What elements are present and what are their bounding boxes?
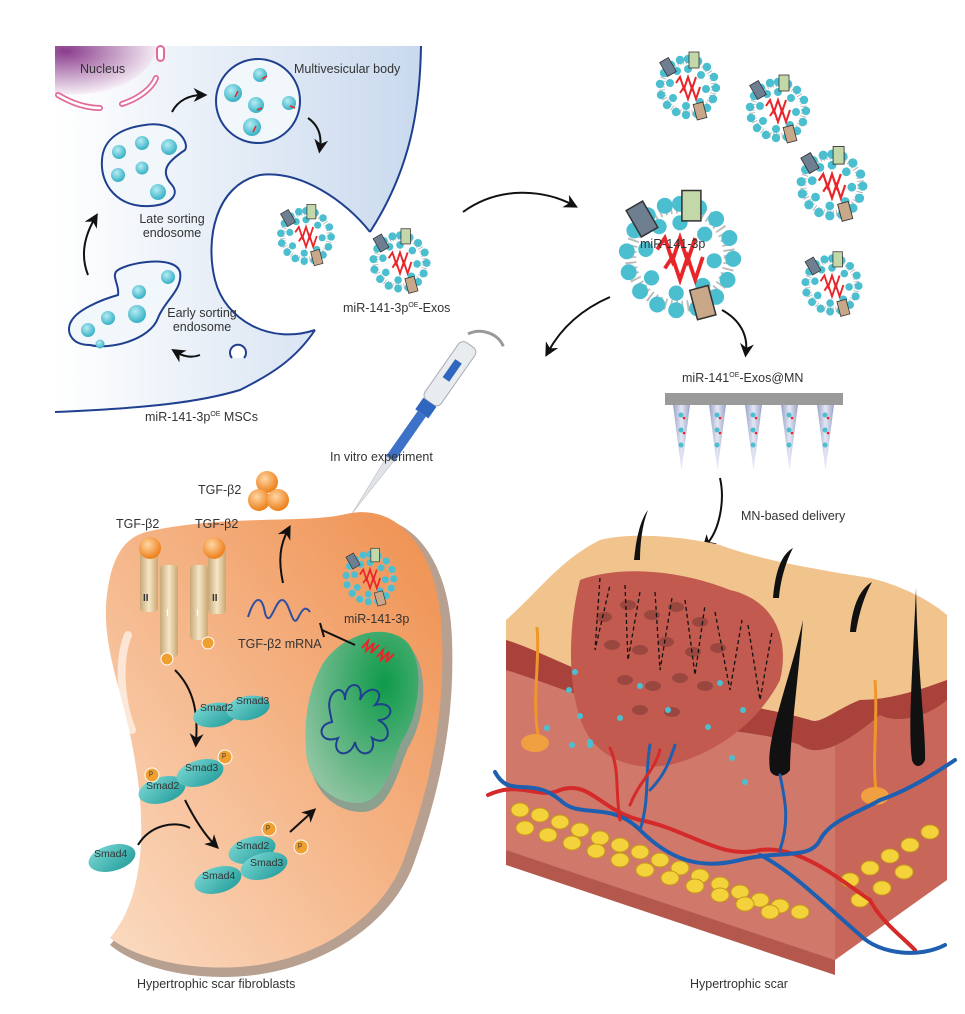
receptor-right-type-i: I — [196, 608, 199, 619]
hairs — [634, 510, 926, 776]
multivesicular-body — [215, 58, 301, 144]
exosome-small-1 — [656, 52, 720, 120]
tgf-receptor-right-label: TGF-β2 — [195, 517, 239, 531]
tgf-beta2-trimer — [248, 471, 289, 511]
pipette — [352, 329, 505, 514]
microneedle-patch — [665, 393, 843, 470]
exosome-cargo-label: miR-141-3p — [640, 237, 706, 251]
multivesicular-body-label: Multivesicular body — [294, 62, 401, 76]
smad2-label-2: Smad2 — [146, 780, 180, 792]
early-sorting-endosome-label: Early sorting endosome — [162, 306, 242, 335]
phospho-label-3: p — [266, 824, 270, 831]
early-sorting-line2: endosome — [172, 320, 232, 335]
mn-delivery-label: MN-based delivery — [741, 509, 846, 523]
scar-lesion — [544, 571, 783, 785]
smad4-label-free: Smad4 — [94, 848, 128, 860]
exos-label-sup: OE — [408, 302, 419, 309]
exos-label: miR-141-3pOE-Exos — [343, 301, 450, 315]
receptor-right-type-ii: II — [212, 593, 218, 604]
tgf-mrna — [247, 598, 311, 622]
exos-label-main: miR-141-3p — [343, 301, 409, 315]
mscs-label-suffix: MSCs — [220, 410, 258, 424]
early-sorting-endosome — [68, 260, 182, 349]
late-sorting-line1: Late sorting — [139, 212, 205, 226]
exosome-small-4 — [801, 252, 862, 317]
tgf-mrna-label: TGF-β2 mRNA — [238, 637, 322, 651]
exosome-small-3 — [797, 147, 868, 222]
tgf-receptor-left-label: TGF-β2 — [116, 517, 160, 531]
signaling-arrows — [137, 525, 356, 849]
exosome-large — [619, 191, 741, 320]
early-sorting-line1: Early sorting — [167, 306, 237, 320]
receptor-left-type-i: I — [166, 608, 169, 619]
mscs-label-sup: OE — [210, 411, 221, 418]
receptor-left-type-ii: II — [143, 593, 149, 604]
phospho-groups — [144, 749, 309, 855]
tgf-free-label: TGF-β2 — [198, 483, 242, 497]
exosome-small-2 — [746, 75, 810, 143]
tgf-receptor-left — [139, 537, 178, 666]
tgf-receptor-right — [190, 537, 226, 650]
fat-layer — [510, 802, 940, 920]
mscs-label: miR-141-3pOE MSCs — [145, 410, 258, 424]
blood-vessels — [486, 743, 957, 955]
mn-patch-label: miR-141OE-Exos@MN — [682, 371, 803, 385]
exosome-released — [369, 229, 430, 294]
smad4-label-3: Smad4 — [202, 870, 236, 882]
nucleus-label: Nucleus — [80, 62, 126, 76]
fibroblasts-caption: Hypertrophic scar fibroblasts — [137, 977, 296, 991]
smad-complexes — [88, 695, 288, 895]
late-sorting-endosome-label: Late sorting endosome — [136, 212, 208, 241]
mn-patch-label-suffix: -Exos@MN — [739, 371, 804, 385]
phospho-label-4: p — [298, 842, 302, 849]
sweat-glands — [521, 626, 889, 805]
nucleus — [55, 45, 165, 111]
smad3-label-3: Smad3 — [250, 857, 284, 869]
mn-patch-label-sup: OE — [729, 372, 740, 379]
cell-mirna-label: miR-141-3p — [344, 612, 410, 626]
exos-label-suffix: -Exos — [418, 301, 451, 315]
smad2-label-1: Smad2 — [200, 702, 234, 714]
mscs-label-main: miR-141-3p — [145, 410, 211, 424]
scar-caption: Hypertrophic scar — [690, 977, 788, 991]
fibroblast-nucleus — [305, 631, 424, 812]
msc-pathway-arrows — [83, 88, 754, 550]
late-sorting-line2: endosome — [142, 226, 202, 241]
smad2-label-3: Smad2 — [236, 840, 270, 852]
phospho-label-1: p — [149, 770, 153, 777]
phospho-label-2: p — [222, 752, 226, 759]
smad3-label-1: Smad3 — [236, 695, 270, 707]
in-vitro-label: In vitro experiment — [330, 450, 433, 464]
late-sorting-endosome — [100, 123, 187, 208]
smad3-label-2: Smad3 — [185, 762, 219, 774]
cell-mirna — [361, 637, 395, 664]
mn-patch-label-main: miR-141 — [682, 371, 730, 385]
